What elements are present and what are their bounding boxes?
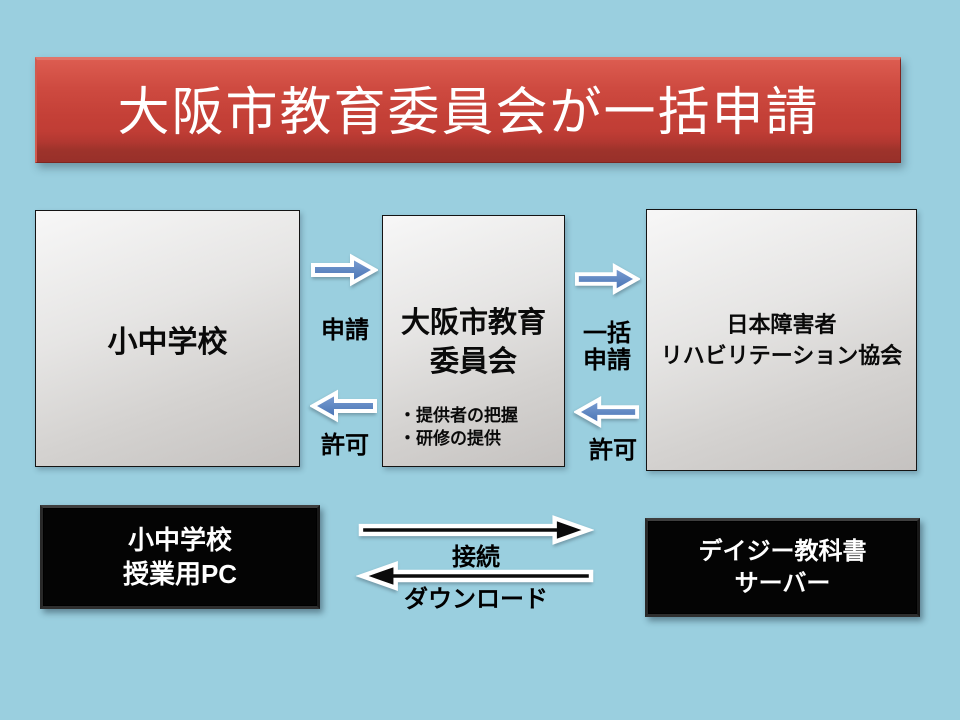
apply-label: 申請 <box>321 317 369 344</box>
bulk-apply-label-line1: 一括 <box>583 320 631 347</box>
school-box: 小中学校 <box>35 210 300 467</box>
download-arrow-left-icon <box>356 560 594 592</box>
school-box-label: 小中学校 <box>107 325 228 359</box>
connect-arrow-right-icon <box>358 514 594 546</box>
connect-label: 接続 <box>452 544 500 571</box>
rehab-association-line2: リハビリテーション協会 <box>660 343 903 368</box>
classroom-pc-box: 小中学校 授業用PC <box>40 505 320 609</box>
permit-arrow-left2-icon <box>574 394 640 430</box>
bulk-apply-arrow-right-icon <box>574 261 640 297</box>
permit-left-label: 許可 <box>321 432 369 459</box>
classroom-pc-line1: 小中学校 <box>127 525 232 555</box>
classroom-pc-line2: 授業用PC <box>122 559 238 589</box>
education-board-title: 大阪市教育 委員会 <box>383 304 564 382</box>
bullet-training-provision: ・研修の提供 <box>399 429 501 448</box>
education-board-box: 大阪市教育 委員会 ・提供者の把握 ・研修の提供 <box>382 215 565 467</box>
slide-title: 大阪市教育委員会が一括申請 <box>117 83 820 142</box>
education-board-title-line1: 大阪市教育 <box>400 307 546 339</box>
bulk-apply-label-line2: 申請 <box>583 347 631 374</box>
permit-right-label: 許可 <box>589 437 637 464</box>
permit-arrow-left-icon <box>310 388 378 424</box>
title-banner: 大阪市教育委員会が一括申請 <box>35 57 901 163</box>
daisy-server-box: デイジー教科書 サーバー <box>645 518 920 617</box>
education-board-bullets: ・提供者の把握 ・研修の提供 <box>399 404 518 450</box>
daisy-server-line2: サーバー <box>734 569 831 597</box>
bulk-apply-label: 一括 申請 <box>574 320 640 374</box>
bullet-provider-tracking: ・提供者の把握 <box>399 406 518 425</box>
education-board-title-line2: 委員会 <box>429 346 517 378</box>
apply-arrow-right-icon <box>310 252 378 288</box>
daisy-server-line1: デイジー教科書 <box>698 537 867 565</box>
download-label: ダウンロード <box>404 586 548 613</box>
rehab-association-line1: 日本障害者 <box>726 312 837 337</box>
rehab-association-box: 日本障害者 リハビリテーション協会 <box>646 209 917 471</box>
